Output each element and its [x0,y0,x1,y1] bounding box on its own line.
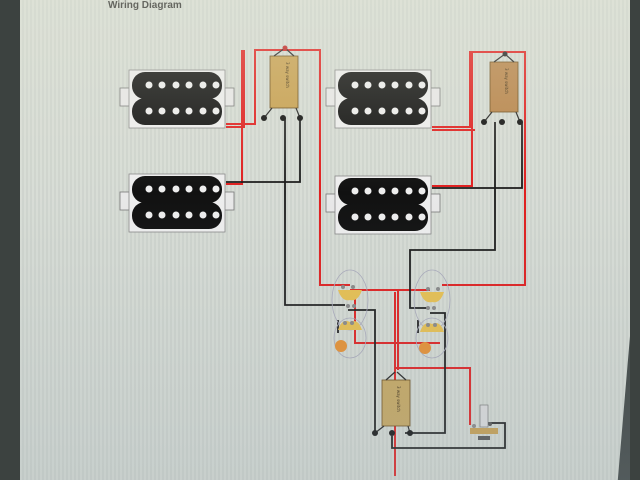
switch-bottom-label: 3 way switch [396,386,401,412]
ground-wires [226,118,523,449]
output-jack[interactable] [470,404,498,440]
switch-left-label: 3 way switch [285,62,290,88]
monitor-screen [20,0,630,480]
switch-right[interactable]: 3 way switch [481,51,523,126]
switch-right-label: 3 way switch [504,68,509,94]
pot-left[interactable] [331,269,369,359]
humbucker-pickup-4 [325,175,441,235]
diagram-title: Wiring Diagram [108,0,182,11]
switch-bottom[interactable]: 3 way switch [372,371,413,436]
humbucker-pickup-2 [119,173,235,233]
humbucker-pickup-3 [325,69,441,129]
pot-right[interactable] [413,269,451,359]
switch-left[interactable]: 3 way switch [261,45,303,122]
humbucker-pickup-1 [119,69,235,129]
hot-wires [226,49,526,476]
